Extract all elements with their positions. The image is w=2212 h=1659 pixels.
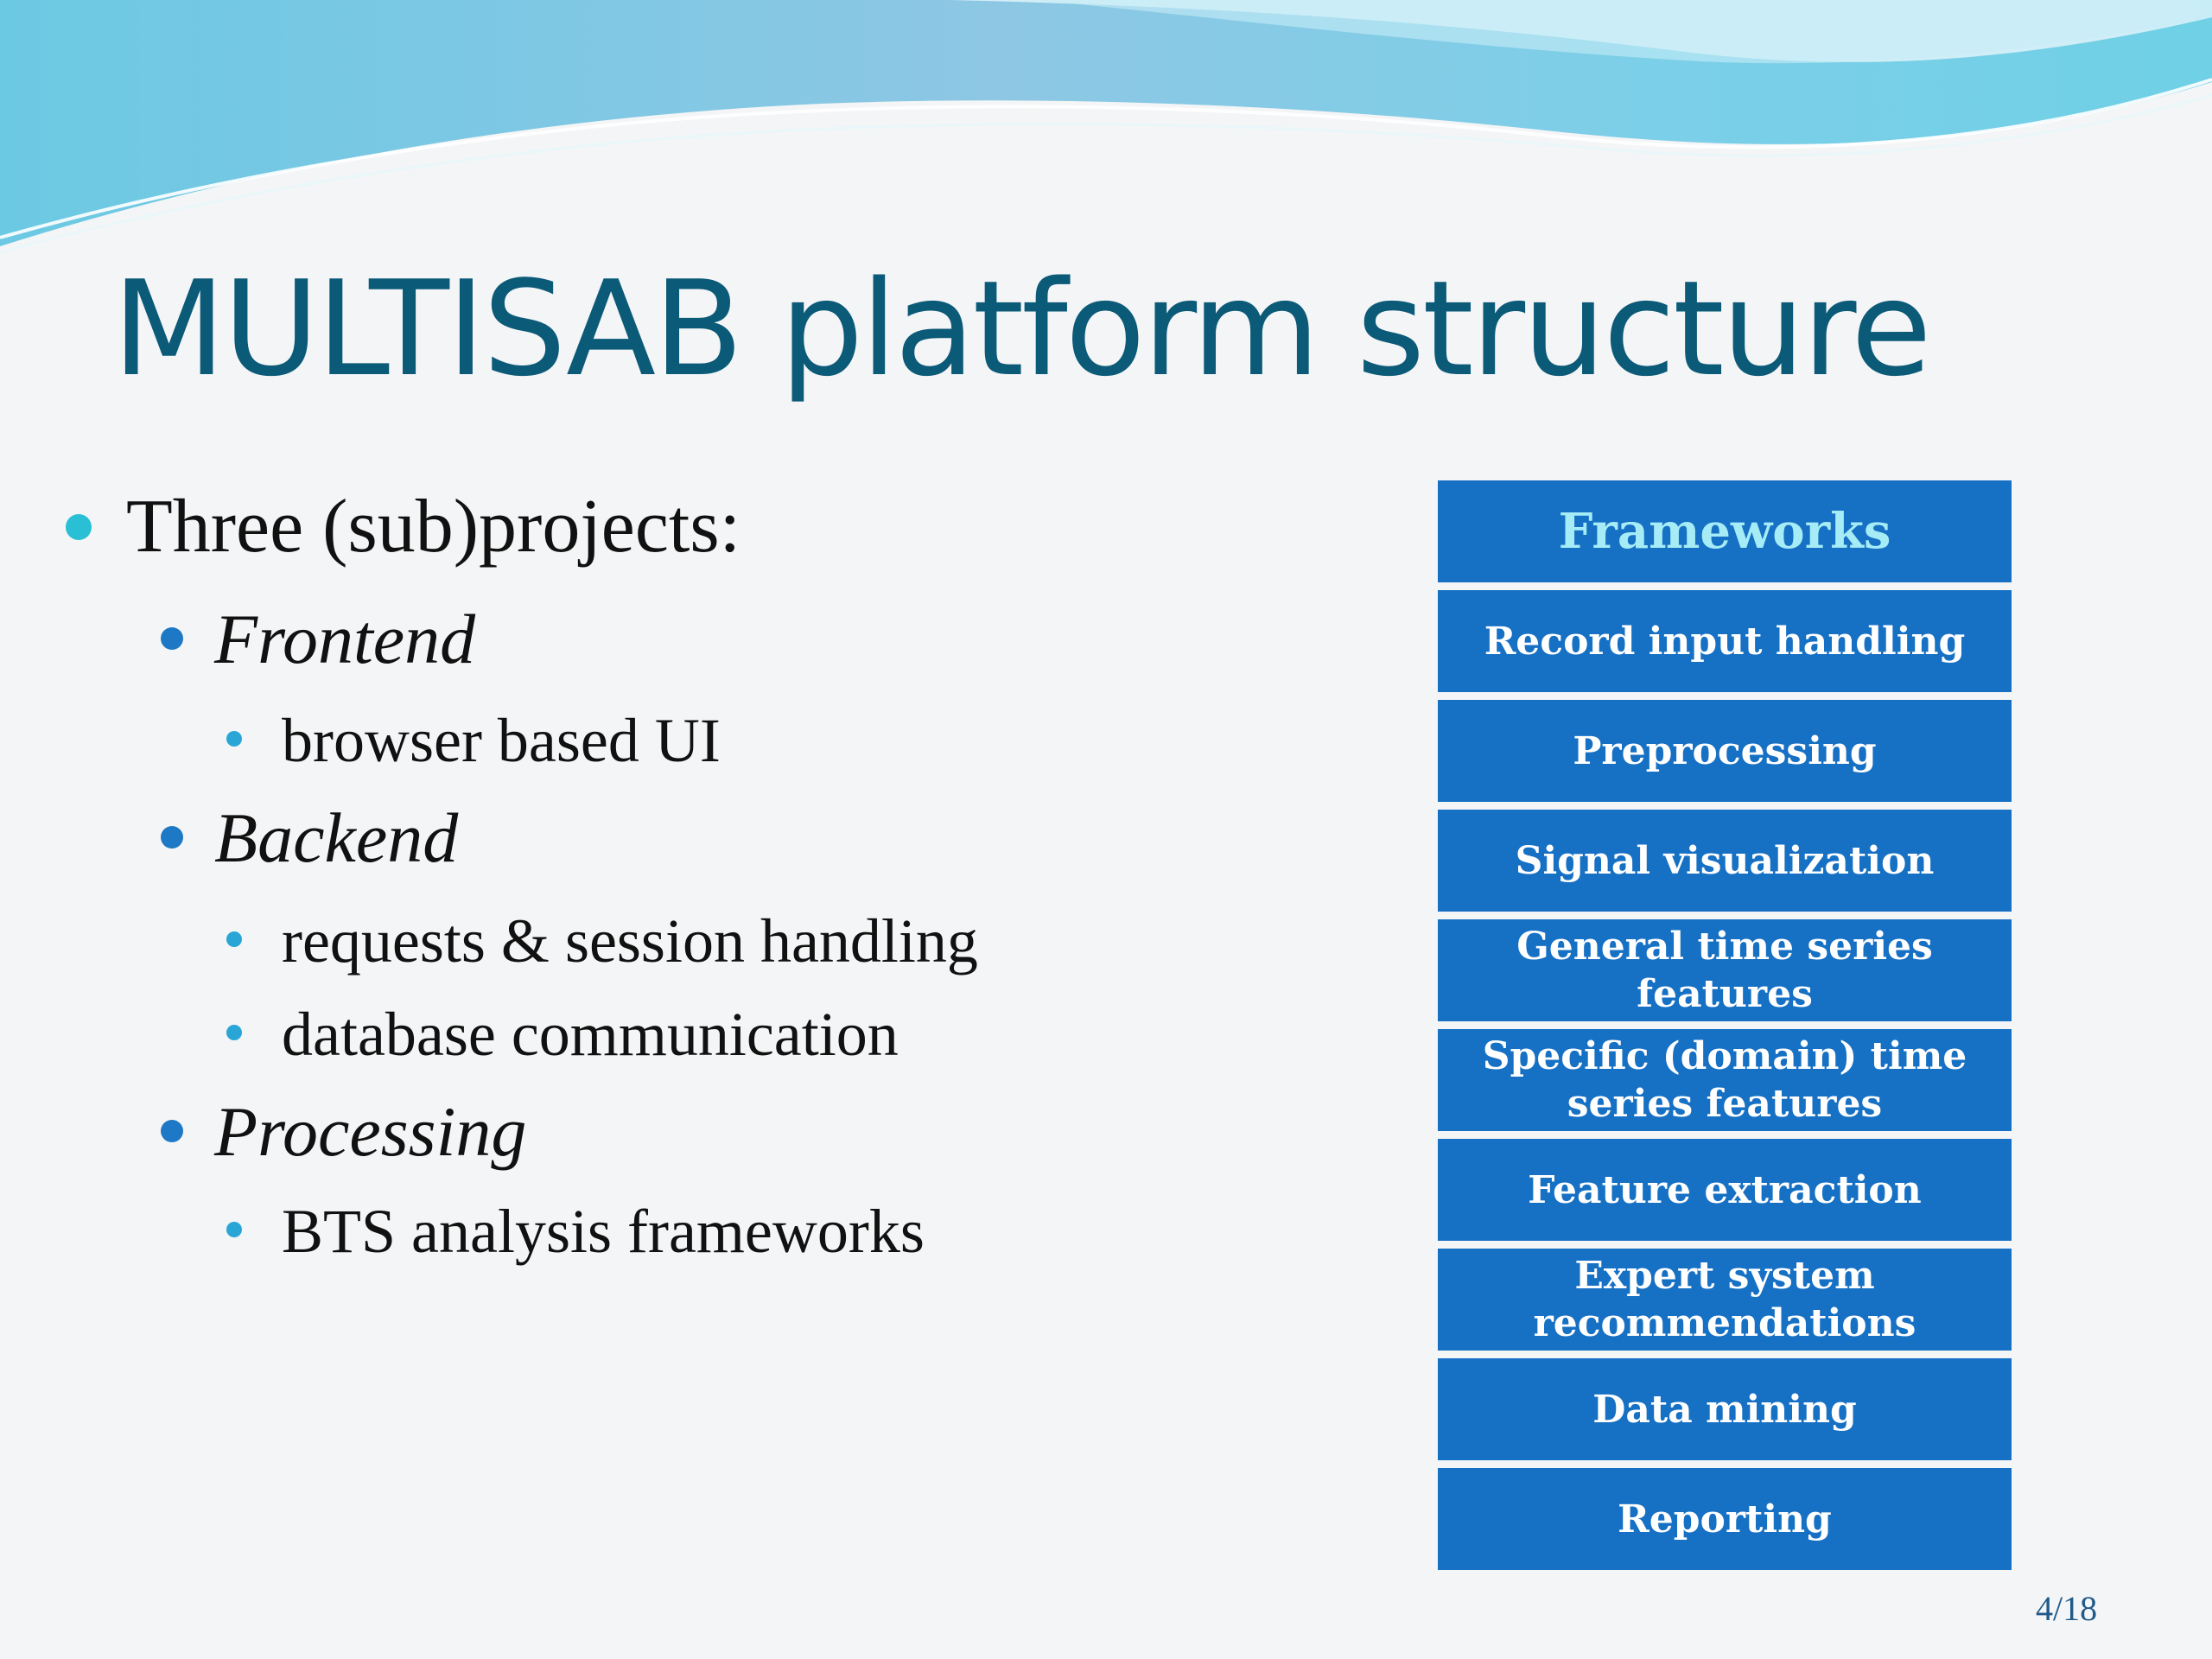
bullet-frontend: Frontend [214,600,476,678]
bullet-dot [161,627,183,650]
framework-box: Signal visualization [1438,810,2012,912]
bullet-dot [226,931,242,947]
framework-box: General time series features [1438,919,2012,1021]
bullet-dot [226,1222,242,1237]
framework-box: Expert system recommendations [1438,1249,2012,1351]
bullet-processing: Processing [214,1092,527,1171]
framework-box: Preprocessing [1438,700,2012,802]
page-number: 4/18 [2036,1589,2098,1628]
bullet-dot [161,1120,183,1142]
bullet-main: Three (sub)projects: [126,485,741,569]
bullet-backend: Backend [214,798,459,877]
bullet-dot [66,514,92,540]
framework-box: Reporting [1438,1468,2012,1570]
framework-box: Specific (domain) time series features [1438,1029,2012,1131]
wave-decoration [0,0,2212,259]
bullet-processing-item: BTS analysis frameworks [282,1197,925,1266]
framework-box: Record input handling [1438,590,2012,692]
bullet-backend-item: requests & session handling [282,906,978,976]
bullet-dot [226,1025,242,1040]
frameworks-header: Frameworks [1438,480,2012,582]
bullet-frontend-item: browser based UI [282,706,721,775]
bullet-dot [161,826,183,849]
bullet-backend-item: database communication [282,1000,899,1069]
slide-title: MULTISAB platform structure [112,252,1932,405]
bullet-dot [226,731,242,747]
framework-box: Feature extraction [1438,1139,2012,1241]
framework-box: Data mining [1438,1358,2012,1460]
